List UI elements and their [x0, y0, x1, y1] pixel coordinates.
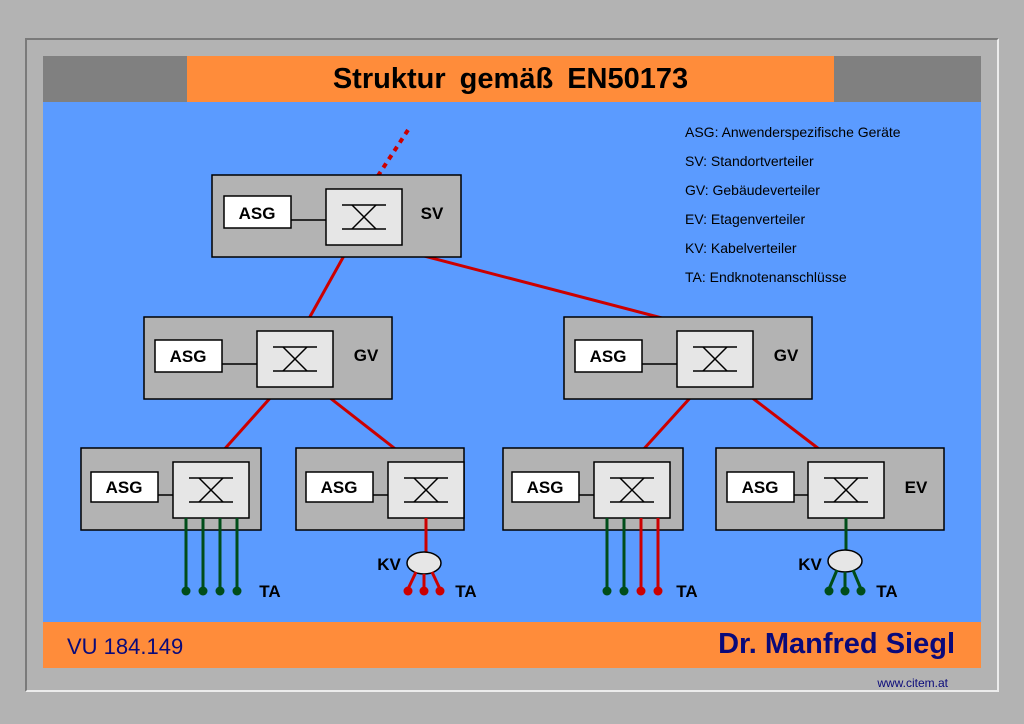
- legend-item: GV: Gebäudeverteiler: [685, 182, 820, 198]
- switch-symbol-icon: [824, 477, 868, 503]
- legend-item: KV: Kabelverteiler: [685, 240, 797, 256]
- node-ev-4: ASG EV: [715, 447, 945, 531]
- asg-box: [154, 339, 223, 373]
- website-link[interactable]: www.citem.at: [877, 676, 948, 690]
- ta-endpoint: [403, 586, 413, 596]
- node-ev-2: ASG: [295, 447, 465, 531]
- asg-label: ASG: [170, 347, 207, 366]
- node-gv-left: ASG GV: [143, 316, 393, 400]
- switch-symbol-icon: [693, 346, 737, 372]
- asg-label: ASG: [106, 478, 143, 497]
- ta-label: TA: [455, 582, 476, 601]
- asg-label: ASG: [742, 478, 779, 497]
- switch-box: [325, 188, 403, 246]
- ta-endpoint: [653, 586, 663, 596]
- kv-ev2: KV TA: [377, 518, 477, 601]
- ta-endpoint: [619, 586, 629, 596]
- ta-endpoint: [181, 586, 191, 596]
- node-gv-right: ASG GV: [563, 316, 813, 400]
- ta-endpoint: [215, 586, 225, 596]
- ta-endpoint: [198, 586, 208, 596]
- kv-node-icon: [827, 549, 863, 573]
- kv-label: KV: [377, 555, 401, 574]
- asg-box: [511, 471, 580, 503]
- legend-item: ASG: Anwenderspezifische Geräte: [685, 124, 901, 140]
- legend-item: EV: Etagenverteiler: [685, 211, 806, 227]
- footer-band: VU 184.149 Dr. Manfred Siegl: [43, 622, 981, 668]
- node-type-label: EV: [905, 478, 928, 497]
- switch-symbol-icon: [189, 477, 233, 503]
- node-type-label: SV: [421, 204, 444, 223]
- ta-drops-ev3: TA: [602, 518, 698, 601]
- kv-node-icon: [406, 551, 442, 575]
- legend-item: SV: Standortverteiler: [685, 153, 814, 169]
- ta-endpoint: [824, 586, 834, 596]
- switch-symbol-icon: [404, 477, 448, 503]
- uplink-dotted: [368, 128, 410, 190]
- ta-endpoint: [840, 586, 850, 596]
- ta-label: TA: [676, 582, 697, 601]
- author-name: Dr. Manfred Siegl: [718, 628, 955, 660]
- asg-box: [90, 471, 159, 503]
- ta-endpoint: [419, 586, 429, 596]
- title-bar-right: [834, 56, 981, 102]
- kv-label: KV: [798, 555, 822, 574]
- ta-label: TA: [876, 582, 897, 601]
- node-sv: ASG SV: [211, 174, 462, 258]
- switch-symbol-icon: [273, 346, 317, 372]
- ta-endpoint: [602, 586, 612, 596]
- legend-item: TA: Endknotenanschlüsse: [685, 269, 847, 285]
- course-code: VU 184.149: [67, 634, 184, 659]
- title-bar-left: [43, 56, 187, 102]
- asg-box: [223, 195, 292, 229]
- ta-endpoint: [856, 586, 866, 596]
- ta-endpoint: [636, 586, 646, 596]
- title-band: Struktur gemäß EN50173: [187, 56, 834, 102]
- ta-label: TA: [259, 582, 280, 601]
- ta-endpoint: [435, 586, 445, 596]
- slide-frame: [25, 38, 999, 692]
- node-type-label: GV: [774, 346, 799, 365]
- ta-drops-ev1: TA: [181, 518, 281, 601]
- asg-box: [305, 471, 374, 503]
- asg-box: [574, 339, 643, 373]
- asg-box: [726, 471, 795, 503]
- slide-title: Struktur gemäß EN50173: [332, 62, 689, 95]
- ta-endpoint: [232, 586, 242, 596]
- node-type-label: GV: [354, 346, 379, 365]
- asg-label: ASG: [239, 204, 276, 223]
- asg-label: ASG: [590, 347, 627, 366]
- asg-label: ASG: [527, 478, 564, 497]
- switch-symbol-icon: [610, 477, 654, 503]
- node-ev-3: ASG: [502, 447, 684, 531]
- asg-label: ASG: [321, 478, 358, 497]
- node-ev-1: ASG: [80, 447, 262, 531]
- legend: ASG: Anwenderspezifische Geräte SV: Stan…: [685, 124, 901, 298]
- switch-symbol-icon: [342, 204, 386, 230]
- kv-ev4: KV TA: [798, 518, 898, 601]
